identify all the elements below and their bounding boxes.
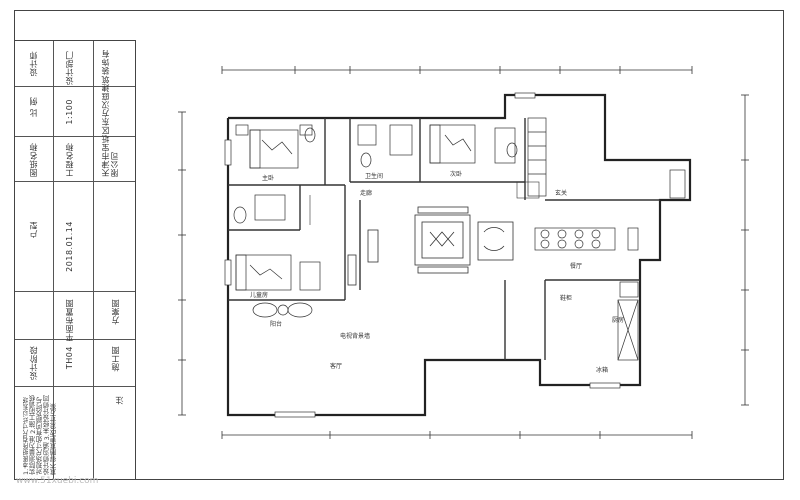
kitchen-cabinets [527, 117, 686, 361]
dining-table [534, 227, 639, 251]
exterior-walls [226, 93, 692, 417]
entry-stairs [299, 181, 540, 225]
room-label-bedroom3: 儿童房 [250, 291, 268, 299]
living-sofa-set [414, 206, 514, 274]
room-label-dining: 餐厅 [570, 262, 582, 270]
title-block-divider [15, 136, 135, 137]
second-bed [429, 124, 516, 164]
title-block-divider [15, 339, 135, 340]
title-block-divider [15, 291, 135, 292]
callout-tv-wall: 电视背景墙 [340, 332, 370, 340]
interior-walls [228, 118, 660, 360]
title-block-divider [15, 86, 135, 87]
windows [224, 92, 621, 418]
room-label-entry: 玄关 [555, 189, 567, 197]
callout-fridge: 冰箱 [596, 366, 608, 374]
room-label-bedroom2: 次卧 [450, 170, 462, 178]
third-bed [235, 254, 321, 291]
title-block: 设计师 比 例 图纸名称 户型 设计阶段 设计部门 1:100 工程名称 201… [14, 40, 136, 480]
title-block-divider [53, 41, 54, 479]
tv-console [347, 229, 379, 286]
balcony-chairs [252, 302, 313, 318]
bathroom-fixtures [233, 124, 518, 224]
room-label-living: 客厅 [330, 362, 342, 370]
title-block-divider [15, 386, 135, 387]
room-label-corridor: 走廊 [360, 189, 372, 197]
callout-cabinet: 鞋柜 [560, 294, 572, 302]
title-block-divider [15, 181, 135, 182]
watermark: www.51xuebi.com [16, 476, 99, 486]
room-label-balcony: 阳台 [270, 320, 282, 328]
master-bed [235, 124, 313, 169]
dimension-lines [178, 66, 749, 439]
room-label-bath: 卫生间 [365, 172, 383, 180]
room-label-kitchen: 厨房 [612, 316, 624, 324]
title-block-divider [93, 41, 94, 479]
room-label-master: 主卧 [262, 174, 274, 182]
